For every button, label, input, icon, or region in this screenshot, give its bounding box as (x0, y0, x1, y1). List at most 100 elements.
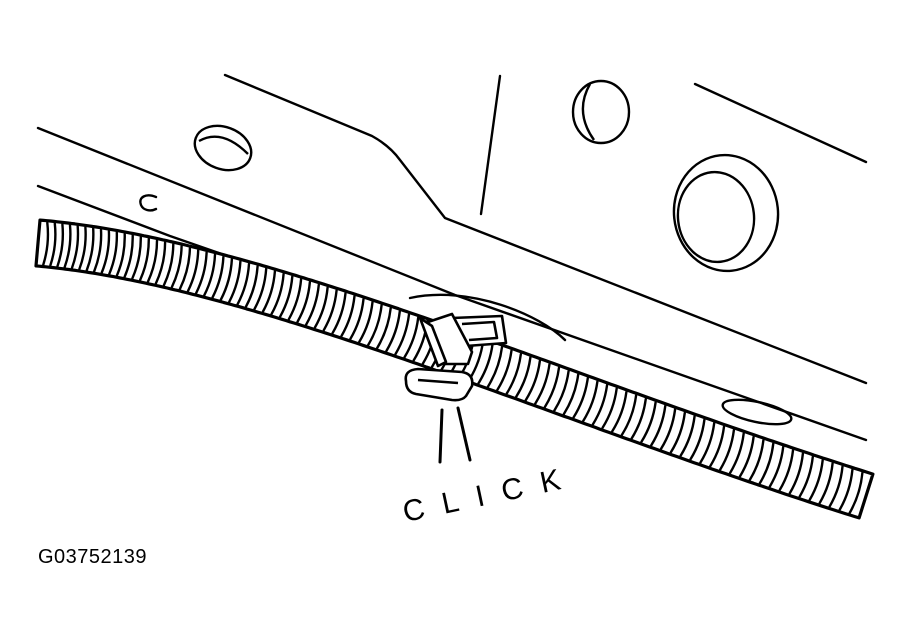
conduit-rib (358, 300, 374, 344)
conduit-rib (758, 442, 775, 485)
conduit-rib (253, 267, 268, 311)
hole-left (193, 124, 253, 172)
conduit-rib (367, 303, 383, 347)
conduit-rib (162, 243, 175, 287)
conduit-rib (203, 253, 217, 297)
conduit-rib (376, 307, 392, 350)
clip-lower-loop (404, 367, 474, 402)
conduit-rib (322, 289, 338, 332)
conduit-rib (553, 369, 570, 412)
conduit-rib (689, 418, 706, 461)
panel-right-edge-top (693, 82, 868, 164)
conduit-rib (679, 415, 696, 457)
conduit-rib (108, 231, 119, 276)
conduit-rib (42, 221, 50, 266)
conduit-rib (620, 394, 638, 437)
conduit-rib (738, 435, 755, 478)
body-panel (36, 73, 868, 442)
conduit-rib (244, 265, 259, 308)
conduit-rib (146, 239, 159, 283)
conduit-rib (659, 408, 677, 451)
conduit-rib (534, 363, 551, 405)
conduit-rib (195, 251, 208, 295)
conduit-rib (798, 455, 814, 498)
click-mark-1 (438, 408, 444, 464)
conduit-rib (78, 226, 87, 271)
conduit-rib (211, 255, 225, 299)
retaining-clip (404, 312, 508, 402)
conduit-rib (630, 397, 647, 440)
hole-oval-lower-right (721, 398, 793, 426)
conduit-rib (562, 373, 580, 416)
conduit-rib (778, 449, 795, 492)
conduit-rib (650, 404, 667, 447)
conduit-rib (340, 294, 356, 338)
clip-shadow-curve (408, 293, 567, 342)
conduit-rib (601, 387, 618, 430)
conduit-rib (828, 465, 844, 508)
conduit-rib (331, 292, 347, 335)
conduit-rib (524, 359, 542, 402)
conduit-rib (591, 383, 609, 426)
panel-edge-upper (223, 73, 868, 385)
conduit-rib (236, 262, 251, 306)
conduit-rib (582, 380, 599, 423)
conduit-rib (543, 366, 561, 409)
conduit-rib (718, 428, 736, 471)
conduit-rib (123, 234, 134, 278)
conduit-rib (304, 283, 320, 326)
figure-code: G03752139 (38, 546, 148, 568)
conduit-rib (139, 237, 151, 282)
click-callout-label: CLICK (400, 460, 581, 529)
click-mark-2 (456, 406, 472, 462)
panel-holes (193, 79, 793, 426)
conduit-rib (477, 342, 494, 385)
conduit-rib (848, 471, 864, 515)
conduit-rib (278, 275, 294, 318)
conduit-rib (287, 278, 303, 321)
conduit-ribs (42, 221, 864, 515)
clip-band-left (418, 316, 448, 368)
panel-c-mark (139, 194, 158, 212)
hole-large-right (672, 153, 780, 273)
conduit-rib (728, 432, 745, 475)
conduit-rib (515, 356, 532, 398)
conduit-rib (394, 313, 411, 356)
hole-upper-middle (571, 79, 631, 145)
clip-lower-loop-inner (417, 378, 459, 385)
conduit-rib (496, 349, 513, 392)
conduit-rib (768, 445, 785, 488)
conduit-rib (261, 270, 277, 313)
conduit-rib (699, 421, 716, 464)
conduit-rib (818, 462, 834, 505)
clip-top-tab-inner (461, 320, 499, 342)
conduit-rib (669, 411, 686, 454)
conduit-rib (349, 297, 365, 341)
conduit-rib (178, 247, 192, 291)
conduit-rib (131, 236, 143, 280)
conduit-rib (186, 249, 200, 293)
panel-vertical-seam (479, 74, 502, 216)
conduit-rib (296, 280, 312, 324)
conduit-rib (572, 376, 589, 419)
conduit-rib (505, 352, 523, 395)
conduit-rib (56, 223, 65, 268)
conduit-rib (85, 227, 95, 272)
conduit-rib (270, 272, 285, 316)
conduit-rib (70, 225, 80, 270)
conduit-rib (748, 439, 765, 482)
conduit-rib (640, 401, 657, 444)
conduit-rib (170, 245, 183, 289)
conduit-rib (709, 425, 726, 468)
conduit-rib (313, 286, 329, 329)
conduit-rib (788, 452, 805, 495)
conduit-rib (385, 310, 401, 353)
conduit-rib (115, 232, 126, 277)
corrugated-conduit (34, 218, 875, 520)
conduit-rib (100, 229, 111, 274)
conduit-rib (154, 241, 167, 285)
conduit-rib (228, 260, 242, 304)
conduit-rib (93, 228, 103, 273)
